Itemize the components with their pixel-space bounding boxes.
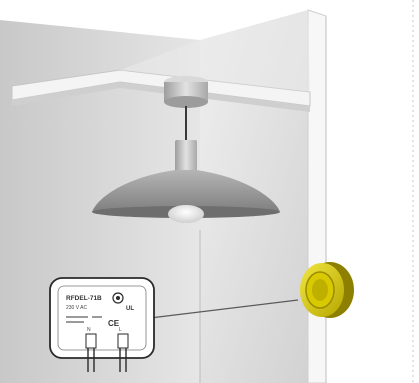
ul-mark: UL bbox=[126, 306, 134, 312]
relay-module: RFDEL-71B 230 V AC CE UL N L bbox=[50, 278, 154, 372]
light-bulb bbox=[168, 205, 204, 223]
terminal-l-label: L bbox=[119, 327, 122, 333]
terminal-n-label: N bbox=[87, 327, 91, 333]
right-wall-edge bbox=[308, 10, 326, 383]
junction-box bbox=[300, 262, 354, 318]
lamp-socket bbox=[175, 140, 197, 172]
module-model-label: RFDEL-71B bbox=[66, 295, 102, 302]
module-spec-label: 230 V AC bbox=[66, 305, 88, 311]
ce-mark: CE bbox=[108, 319, 120, 328]
